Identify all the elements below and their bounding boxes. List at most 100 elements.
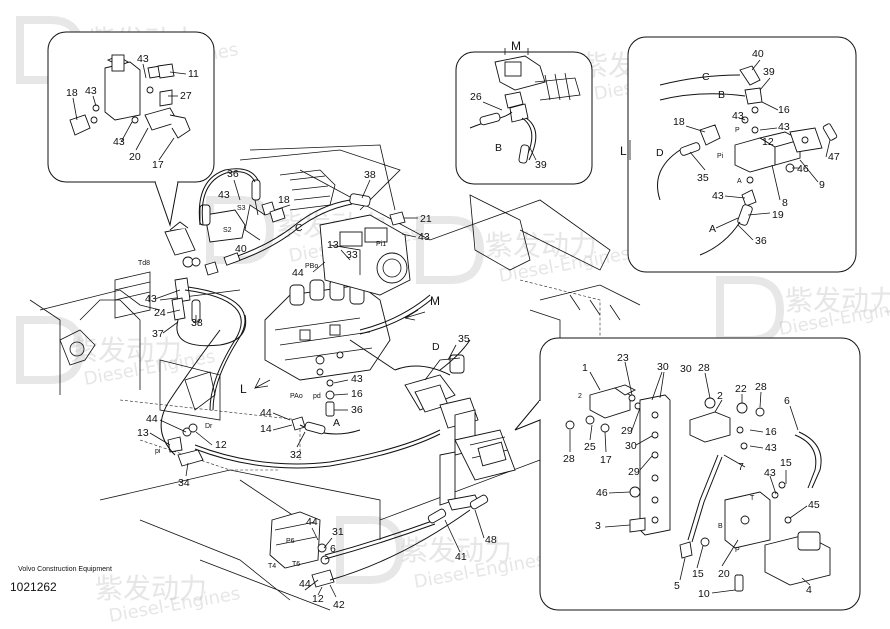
port-label: D [656, 147, 664, 159]
part-label: 16 [351, 388, 363, 400]
callout-top-left [47, 31, 215, 227]
part-label: 43 [145, 293, 157, 305]
part-label: 2 [578, 393, 582, 400]
part-label: 28 [755, 381, 767, 393]
part-label: 6 [330, 543, 336, 555]
part-label: 38 [364, 169, 376, 181]
mid-fittings [325, 379, 335, 417]
part-label: 15 [780, 457, 792, 469]
callout-label-l: L [620, 144, 627, 158]
part-label: 43 [764, 467, 776, 479]
part-label: 19 [772, 209, 784, 221]
port-label: B [495, 142, 502, 154]
part-label: 36 [755, 235, 767, 247]
part-label: 43 [85, 85, 97, 97]
port-label: P6 [286, 538, 295, 545]
part-label: 46 [797, 163, 809, 175]
port-label: Td8 [138, 260, 150, 267]
part-label: 43 [712, 190, 724, 202]
watermark-cn: 紫发动力 [95, 572, 207, 605]
port-label: Pi [717, 153, 724, 160]
part-label: 5 [674, 580, 680, 592]
part-label: 36 [227, 168, 239, 180]
part-label: 38 [191, 317, 203, 329]
watermark-cn: 紫发动力 [785, 284, 890, 317]
part-label: 6 [784, 395, 790, 407]
port-label: Pi1 [376, 241, 386, 248]
part-label: 44 [306, 516, 318, 528]
part-label: 18 [278, 194, 290, 206]
part-label: 12 [762, 136, 774, 148]
part-label: 43 [351, 373, 363, 385]
port-label: A [737, 178, 742, 185]
part-label: 37 [152, 328, 164, 340]
part-label: 43 [778, 121, 790, 133]
bottom-valve [269, 494, 489, 588]
part-label: 8 [782, 197, 788, 209]
part-label: 39 [535, 159, 547, 171]
part-label: 43 [137, 53, 149, 65]
port-label: pi [155, 448, 161, 455]
part-label: 22 [735, 383, 747, 395]
callout-bottom-right [514, 337, 861, 611]
part-label: 12 [215, 439, 227, 451]
part-label: 26 [470, 91, 482, 103]
part-label: 35 [458, 333, 470, 345]
part-label: 7 [738, 461, 744, 473]
company-name: Volvo Construction Equipment [18, 566, 112, 573]
part-label: 44 [146, 413, 158, 425]
part-label: 30 [657, 361, 669, 373]
callout-m [455, 51, 593, 185]
part-label: 1 [582, 362, 588, 374]
part-label: 16 [778, 104, 790, 116]
part-label: 24 [154, 307, 166, 319]
labels: 43 11 18 43 27 43 20 17 M 26 B 39 36 43 … [66, 39, 840, 611]
leader-lines [72, 59, 831, 598]
view-arrows [254, 309, 426, 389]
part-label: 20 [718, 568, 730, 580]
watermark-cn: 紫发动力 [485, 229, 597, 262]
port-label: PAo [290, 393, 303, 400]
part-label: 35 [697, 172, 709, 184]
callout-l [627, 36, 857, 273]
part-label: 46 [596, 487, 608, 499]
part-label: 21 [420, 213, 432, 225]
part-label: 44 [292, 267, 304, 279]
port-label: P [735, 127, 740, 134]
hoses-upper [198, 168, 406, 266]
part-label: 32 [290, 449, 302, 461]
callout-label-m: M [511, 39, 521, 53]
part-label: 41 [455, 551, 467, 563]
part-label: 16 [765, 426, 777, 438]
port-label: B [718, 89, 725, 101]
part-label: 43 [765, 442, 777, 454]
part-label: 27 [180, 90, 192, 102]
part-label: 23 [617, 352, 629, 364]
port-label: S3 [237, 205, 246, 212]
main-control-valve [264, 279, 391, 381]
port-label: D [432, 341, 440, 353]
part-label: 29 [621, 425, 633, 437]
port-label: PBo [305, 263, 318, 270]
part-label: 44 [260, 407, 272, 419]
port-label: T4 [268, 563, 276, 570]
left-pilot-block [114, 221, 247, 411]
part-label: 13 [137, 427, 149, 439]
part-label: 39 [763, 66, 775, 78]
footer: Volvo Construction Equipment 1021262 [10, 566, 120, 594]
port-label: P [735, 547, 740, 554]
pump-assembly [319, 214, 411, 296]
part-label: 30 [680, 363, 692, 375]
part-label: 36 [351, 404, 363, 416]
diagram-number: 1021262 [10, 580, 57, 594]
port-label: C [295, 222, 303, 234]
part-label: 48 [485, 534, 497, 546]
part-label: 29 [628, 466, 640, 478]
part-label: 43 [732, 110, 744, 122]
part-label: 11 [188, 68, 199, 80]
part-label: 13 [327, 239, 339, 251]
part-label: 33 [346, 249, 358, 261]
view-marker-label-l: L [240, 382, 247, 396]
port-label: S2 [223, 227, 232, 234]
